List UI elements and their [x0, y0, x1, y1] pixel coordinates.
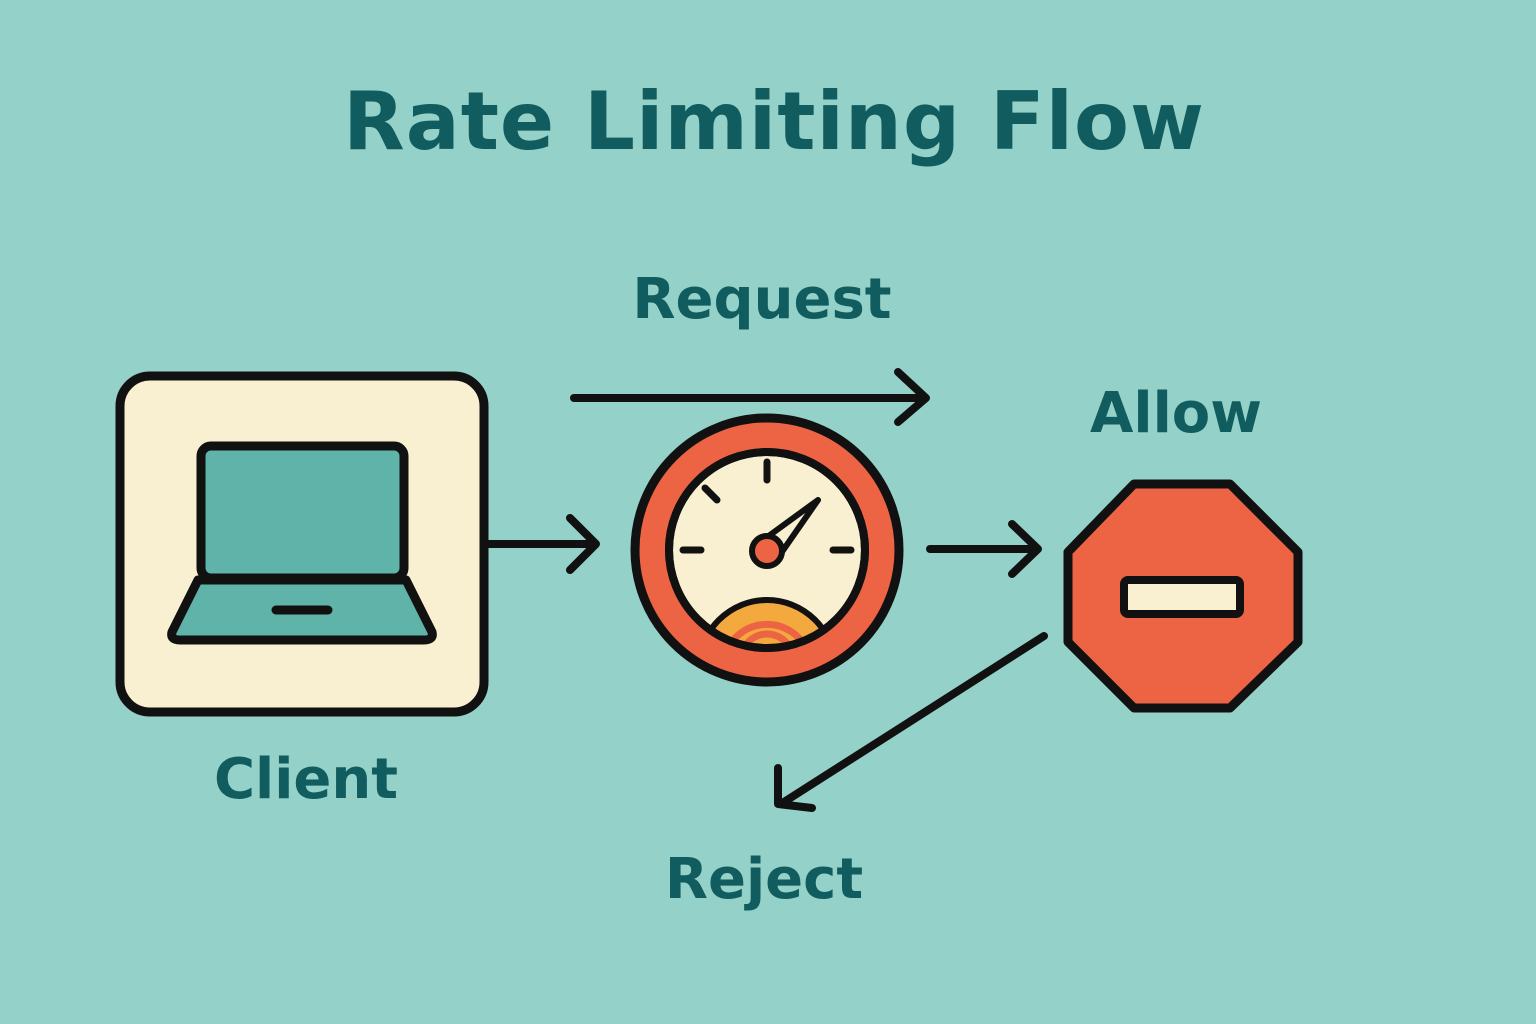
request-arrow [570, 368, 930, 426]
client-to-limiter-arrow [482, 514, 600, 574]
client-label: Client [213, 747, 399, 812]
limiter-to-stop-arrow [926, 520, 1042, 578]
allow-label: Allow [1090, 381, 1262, 446]
reject-label: Reject [664, 847, 864, 912]
client-node [115, 371, 489, 717]
reject-arrow [774, 632, 1048, 812]
laptop-icon [167, 441, 437, 645]
diagram-title: Rate Limiting Flow [343, 75, 1205, 168]
speedometer-gauge-icon [630, 413, 904, 687]
request-label: Request [632, 267, 892, 332]
rate-limiter-node [630, 413, 904, 687]
stop-node [1063, 479, 1303, 713]
stop-sign-icon [1063, 479, 1303, 713]
